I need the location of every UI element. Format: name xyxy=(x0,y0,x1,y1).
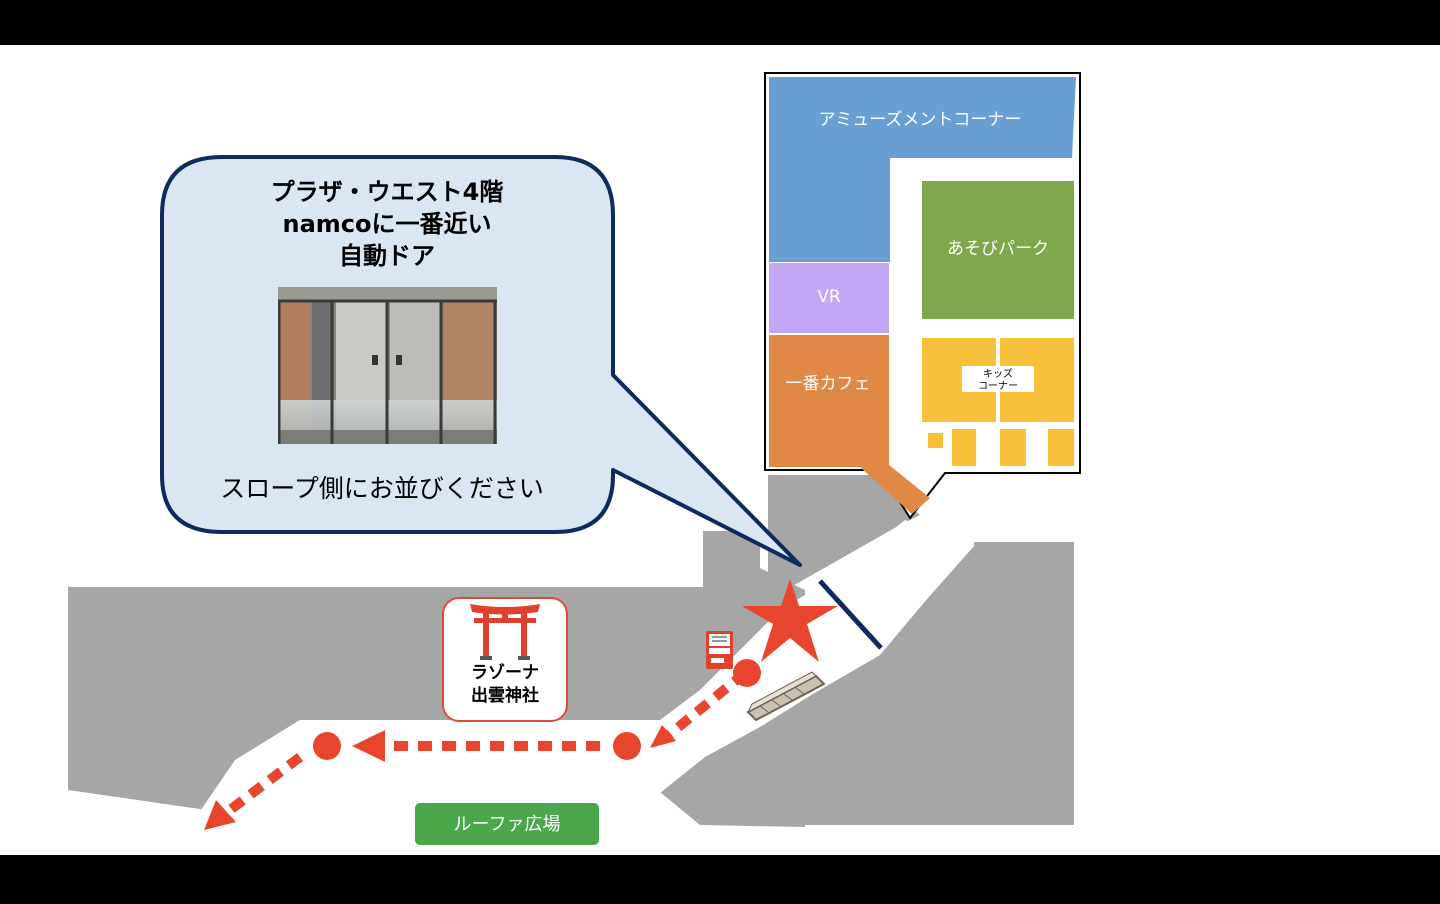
route xyxy=(204,659,761,830)
torii-icon xyxy=(470,604,540,660)
zone-asobi-park-label: あそびパーク xyxy=(947,239,1049,259)
route-waypoint-2 xyxy=(613,732,641,760)
zone-kids-label-2: コーナー xyxy=(978,380,1018,392)
star-icon xyxy=(742,579,838,662)
callout-bubble: プラザ・ウエスト4階 namcoに一番近い 自動ドア スロープ側にお並びください xyxy=(160,155,802,567)
callout-instruction: スロープ側にお並びください xyxy=(220,474,544,503)
shrine-label-line2: 出雲神社 xyxy=(471,685,539,706)
callout-title-line3: 自動ドア xyxy=(339,242,435,270)
walkway-path xyxy=(190,520,975,826)
automatic-door-photo xyxy=(278,287,497,444)
zone-vr-label: VR xyxy=(817,287,841,307)
store-floor-plan: アミューズメントコーナー VR 一番カフェ あそびパーク キッズ コーナー xyxy=(764,72,1081,520)
route-waypoint-3 xyxy=(313,732,341,760)
zone-kids-corner: キッズ コーナー xyxy=(922,338,1074,466)
route-arrow-2 xyxy=(352,730,385,762)
automatic-door-line xyxy=(818,579,883,650)
shrine-card: ラゾーナ 出雲神社 xyxy=(442,597,568,722)
floor-area-east xyxy=(768,542,1074,825)
walkway xyxy=(190,520,975,826)
route-waypoint-1 xyxy=(733,659,761,687)
plaza-label: ルーファ広場 xyxy=(454,814,561,835)
zone-cafe-label: 一番カフェ xyxy=(786,374,871,394)
escalator-icon xyxy=(746,671,826,722)
route-segment-1 xyxy=(661,669,749,742)
zone-amusement-label: アミューズメントコーナー xyxy=(819,110,1022,130)
callout-title-line2: namcoに一番近い xyxy=(282,210,491,238)
route-segment-3 xyxy=(226,753,304,814)
zone-kids-label-1: キッズ xyxy=(983,367,1013,380)
shrine-label-line1: ラゾーナ xyxy=(471,663,539,683)
callout-title-line1: プラザ・ウエスト4階 xyxy=(271,178,504,206)
route-arrow-1 xyxy=(650,725,676,748)
vending-machine-icon xyxy=(706,631,733,669)
route-arrow-3 xyxy=(204,800,236,830)
zone-asobi-park xyxy=(922,181,1074,319)
zone-cafe xyxy=(769,335,930,514)
zone-vr xyxy=(769,263,889,333)
plaza-label-badge: ルーファ広場 xyxy=(415,803,599,845)
floor-area-north xyxy=(768,475,920,600)
zone-amusement-corner xyxy=(769,77,1076,262)
